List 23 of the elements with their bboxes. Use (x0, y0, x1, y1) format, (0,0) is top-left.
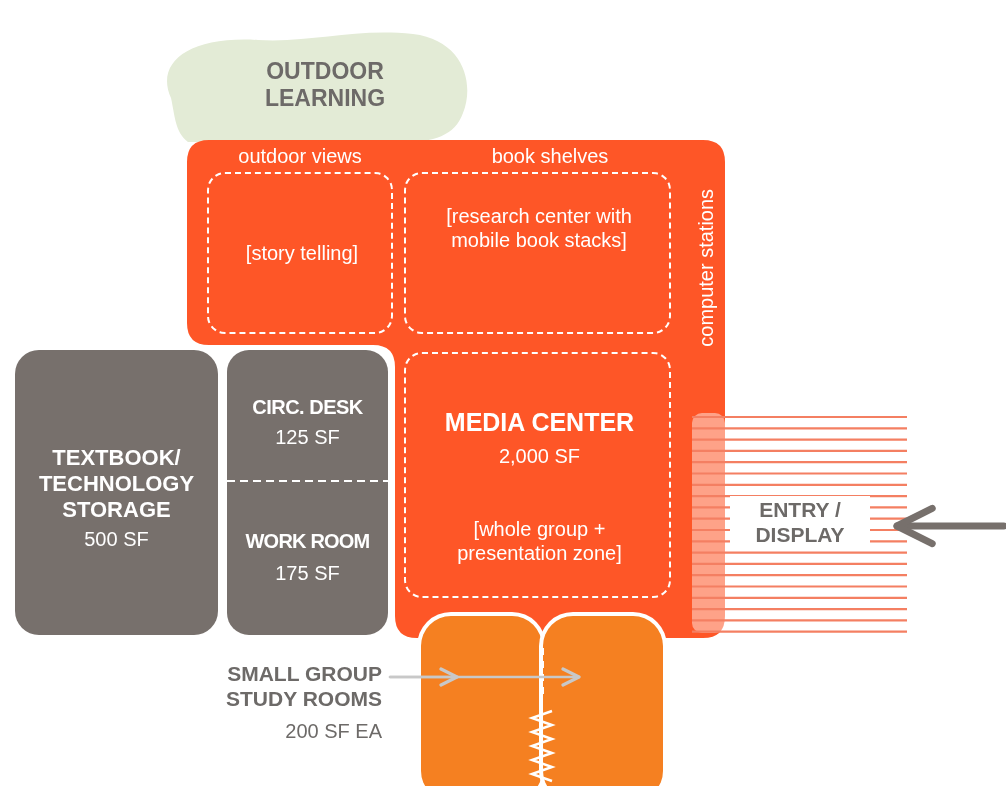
area-size: 500 SF (83, 528, 150, 552)
zone-label: [research center with mobile book stacks] (445, 205, 633, 253)
zone-note: outdoor views (237, 145, 363, 169)
room-title: CIRC. DESK (251, 396, 364, 420)
room-title: MEDIA CENTER (443, 408, 636, 438)
area-size: 200 SF EA (284, 720, 382, 744)
area-size: 175 SF (274, 562, 341, 586)
area-title: OUTDOOR LEARNING (263, 58, 387, 113)
zone-label: [story telling] (244, 242, 360, 266)
zone-note: book shelves (490, 145, 610, 169)
area-size: 2,000 SF (497, 445, 582, 469)
zone-note: computer stations (695, 187, 719, 349)
room-block (15, 350, 218, 635)
arrow (893, 504, 1006, 548)
leader-line (388, 667, 581, 687)
zone-outline (404, 352, 671, 598)
room-title: WORK ROOM (244, 530, 371, 554)
zone-outline (404, 172, 671, 334)
room-title: TEXTBOOK/ TECHNOLOGY STORAGE (37, 445, 196, 523)
zone-label: [whole group + presentation zone] (456, 518, 623, 566)
zone-outline (207, 172, 393, 334)
room-title: SMALL GROUP STUDY ROOMS (225, 662, 382, 712)
area-size: 125 SF (274, 426, 341, 450)
